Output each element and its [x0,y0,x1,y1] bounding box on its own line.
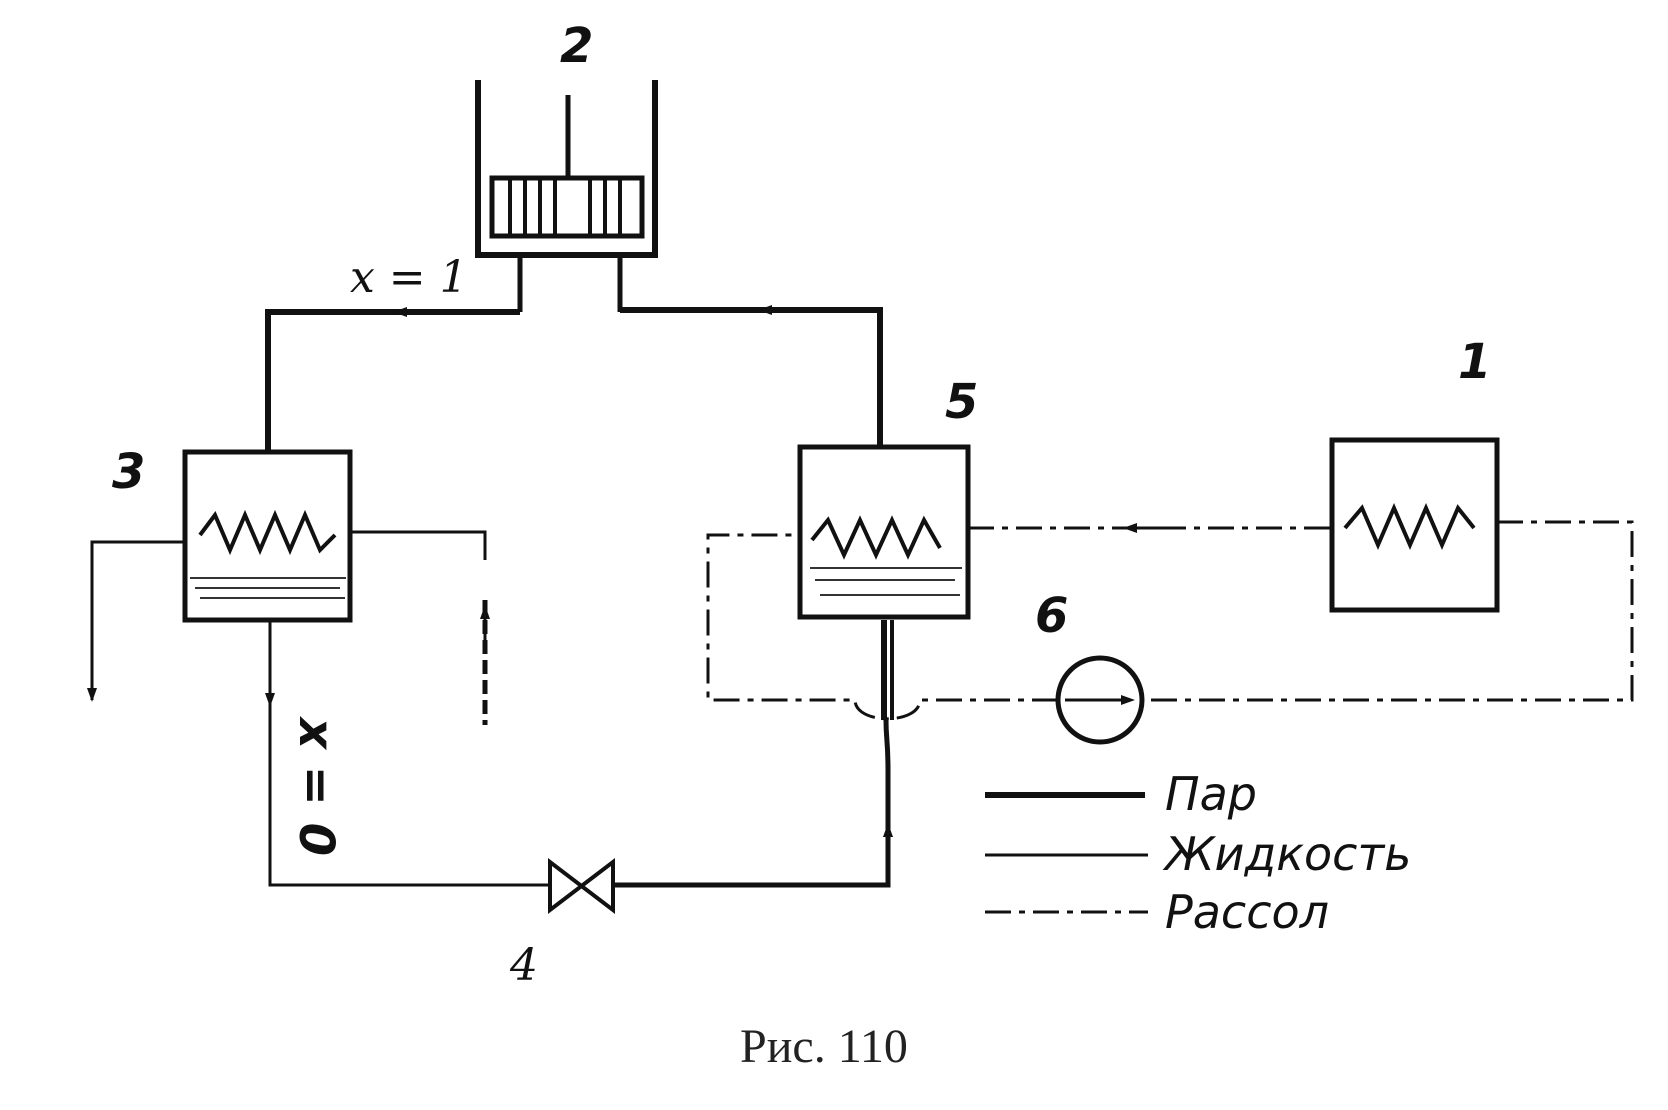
annotation-x1: x = 1 [350,252,468,303]
legend-label-brine: Рассол [1165,885,1329,939]
legend-label-vapor: Пар [1165,767,1257,821]
label-compressor: 2 [560,18,593,74]
liquid-line-to-valve [268,620,550,887]
legend-label-liquid: Жидкость [1162,827,1411,881]
expansion-valve[interactable] [548,857,615,915]
vapor-line-to-condenser [265,309,520,450]
brine-pump[interactable] [1055,655,1145,745]
cooling-water-out [90,540,185,700]
cooling-water-in-top [350,530,487,560]
figure-caption: Рис. 110 [740,1020,908,1073]
label-valve: 4 [509,940,538,991]
compressor [475,80,658,312]
liquid-line-to-heat-exchanger [613,719,891,888]
legend: Пар Жидкость Рассол [985,767,1411,939]
heat-exchanger [797,444,971,620]
brine-line-left [706,533,1058,721]
vapor-line-to-compressor [620,307,883,445]
label-pump: 6 [1035,588,1068,644]
label-condenser: 3 [112,444,145,500]
brine-line-right [1142,520,1634,702]
label-evaporator: 1 [1458,334,1491,390]
condenser [182,449,353,623]
annotation-x0: x = 0 [288,716,344,856]
label-heat-exchanger: 5 [945,374,978,430]
evaporator [1329,437,1500,613]
